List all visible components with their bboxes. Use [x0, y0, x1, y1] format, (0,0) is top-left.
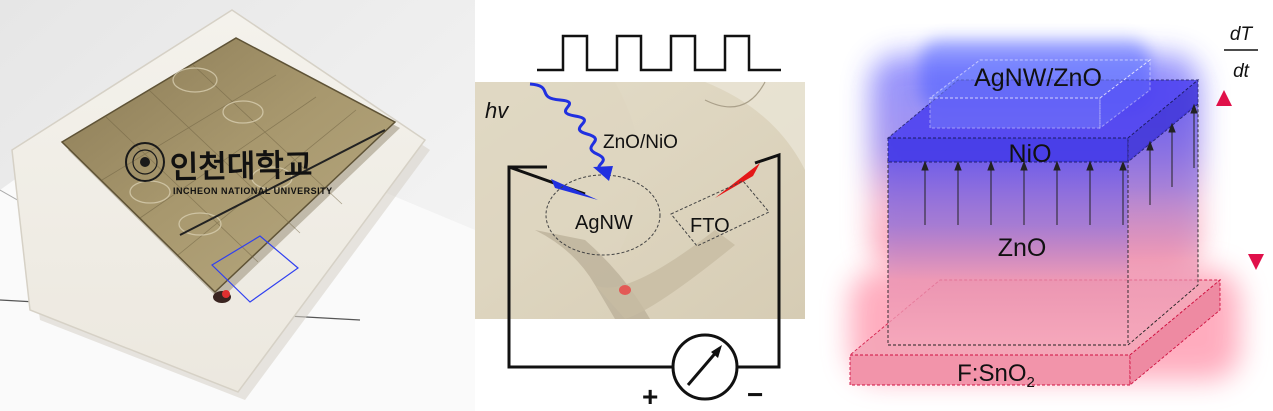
device-photo-panel: 인천대학교 INCHEON NATIONAL UNIVERSITY	[0, 0, 475, 411]
flux-arrow	[1020, 160, 1028, 225]
dtdt-denominator: dt	[1233, 61, 1250, 82]
plus-terminal: +	[642, 381, 658, 411]
flux-arrow	[987, 160, 995, 225]
ammeter-icon	[671, 333, 739, 401]
probe-left-tip	[551, 179, 598, 200]
zno-layer	[887, 102, 1199, 346]
wire-right	[737, 152, 781, 369]
probe-right-tip	[715, 163, 760, 198]
photon-wave-icon	[529, 82, 606, 174]
flux-arrow	[1053, 160, 1061, 225]
minus-terminal: −	[747, 379, 763, 410]
flux-arrow	[1119, 160, 1127, 225]
logo-english: INCHEON NATIONAL UNIVERSITY	[173, 186, 333, 196]
temperature-change-arrow	[1216, 90, 1264, 270]
zoomed-photo	[475, 81, 805, 319]
agnw-region	[545, 174, 661, 256]
layer-stack-panel: AgNW/ZnO NiO ZnO F:SnO2 dT dt	[810, 0, 1273, 411]
agnw-label: AgNW	[575, 212, 633, 234]
fto-label: FTO	[690, 215, 730, 237]
zoom-region-box	[211, 235, 299, 303]
flux-arrow	[1146, 140, 1154, 205]
fto-label-base: F:SnO	[957, 360, 1026, 387]
glass-substrate	[60, 37, 400, 300]
fto-region	[670, 180, 770, 247]
flux-arrow	[921, 160, 929, 225]
flux-arrows	[921, 103, 1198, 225]
flux-arrow	[1168, 122, 1176, 187]
layer-label-zno: ZnO	[998, 234, 1047, 262]
logo-korean: 인천대학교	[170, 148, 313, 185]
flux-arrow	[1086, 160, 1094, 225]
circuit-panel: AgNW FTO ZnO/NiO hv + −	[475, 0, 810, 411]
circuit-diagram: AgNW FTO ZnO/NiO hv + −	[475, 34, 805, 411]
fto-label-subscript: 2	[1027, 374, 1035, 391]
scribe-line	[179, 129, 386, 236]
flux-arrow	[954, 160, 962, 225]
wire-left	[507, 165, 673, 369]
red-contact-dot	[222, 290, 230, 298]
layer-label-fto: F:SnO2	[957, 360, 1035, 391]
layer-stack-diagram: AgNW/ZnO NiO ZnO F:SnO2 dT dt	[848, 24, 1264, 391]
square-wave-signal	[537, 34, 781, 72]
electrode-grid	[101, 63, 357, 263]
layer-label-agnw-zno: AgNW/ZnO	[974, 64, 1102, 92]
university-seal-icon	[125, 142, 165, 182]
photon-arrowhead	[593, 166, 613, 181]
dtdt-numerator: dT	[1230, 24, 1254, 45]
device-photo: 인천대학교 INCHEON NATIONAL UNIVERSITY	[0, 0, 475, 411]
agnw-zno-layer	[928, 58, 1152, 130]
zoom-red-dot	[619, 285, 631, 295]
layer-label-nio: NiO	[1008, 140, 1051, 168]
photon-label: hv	[485, 98, 510, 123]
flux-arrow	[1190, 103, 1198, 168]
zno-nio-label: ZnO/NiO	[603, 132, 678, 153]
